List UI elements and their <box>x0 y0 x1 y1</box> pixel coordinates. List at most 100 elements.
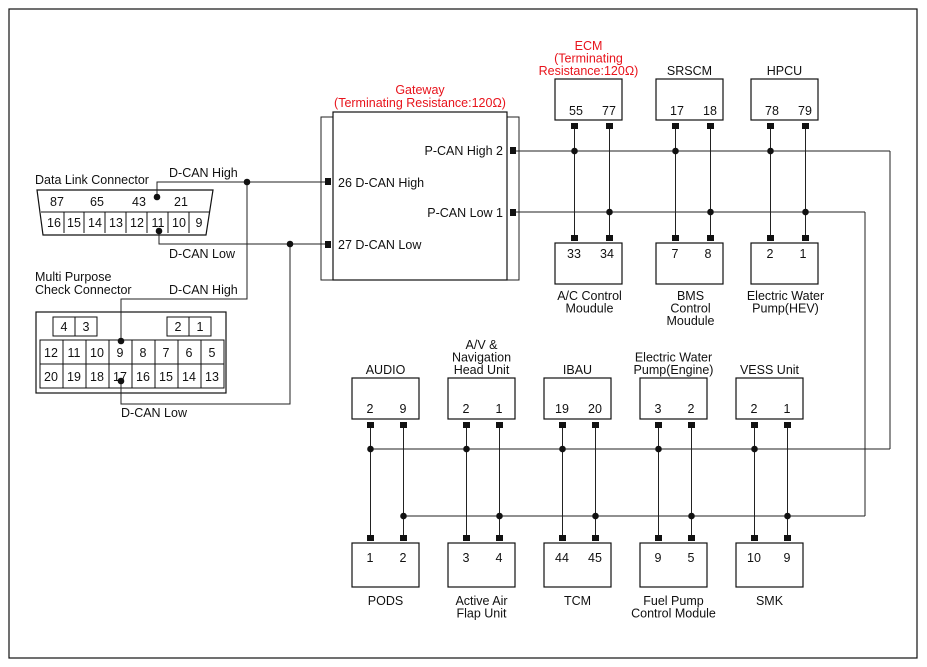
pin-number: 3 <box>655 402 662 416</box>
pin-terminal <box>496 422 503 428</box>
mpc-top-pin: 3 <box>83 320 90 334</box>
module-label: ECM <box>575 39 603 53</box>
mpc-top-pin: 2 <box>175 320 182 334</box>
module-label: Moudule <box>667 314 715 328</box>
module-label: Control Module <box>631 607 716 621</box>
pin-terminal <box>400 535 407 541</box>
mpc-pin: 9 <box>117 346 124 360</box>
p-can-wiring <box>367 129 891 535</box>
junction-dot <box>571 147 578 155</box>
pin-number: 7 <box>672 247 679 261</box>
pin-terminal <box>367 535 374 541</box>
mpc-pin: 12 <box>44 346 58 360</box>
junction-dot <box>672 147 679 155</box>
pin-terminal <box>367 422 374 428</box>
module-label: Flap Unit <box>456 607 507 621</box>
gateway-pin-27: 27 D-CAN Low <box>338 238 422 252</box>
pin-terminal <box>571 123 578 129</box>
junction-dot <box>767 147 774 155</box>
pin-number: 1 <box>367 551 374 565</box>
module-label: Navigation <box>452 351 511 365</box>
pin-number: 2 <box>751 402 758 416</box>
pin-terminal <box>672 123 679 129</box>
mpc-dcan-high-label: D-CAN High <box>169 283 238 297</box>
module-label: A/C Control <box>557 289 622 303</box>
multi-purpose-check-connector: Multi Purpose Check Connector 4 3 2 1 12… <box>35 270 238 420</box>
dlc-bottom-pin: 10 <box>172 216 186 230</box>
dlc-bottom-pin: 13 <box>109 216 123 230</box>
module-label: IBAU <box>563 363 592 377</box>
pin-number: 45 <box>588 551 602 565</box>
pin-number: 2 <box>767 247 774 261</box>
dlc-top-pin: 65 <box>90 195 104 209</box>
dlc-bottom-pin: 12 <box>130 216 144 230</box>
pin-terminal <box>688 535 695 541</box>
junction-dot <box>606 208 613 216</box>
pin-number: 34 <box>600 247 614 261</box>
pin-terminal <box>592 422 599 428</box>
dlc-title: Data Link Connector <box>35 173 149 187</box>
mpc-pin: 13 <box>205 370 219 384</box>
module-label: BMS <box>677 289 704 303</box>
pin-number: 55 <box>569 104 583 118</box>
module-label: HPCU <box>767 64 802 78</box>
pin-number: 2 <box>688 402 695 416</box>
pin-terminal <box>802 235 809 241</box>
pin-number: 2 <box>463 402 470 416</box>
mpc-pin: 14 <box>182 370 196 384</box>
junction-dot <box>367 445 374 453</box>
junction-dot <box>463 445 470 453</box>
dlc-top-pin: 21 <box>174 195 188 209</box>
module-label: VESS Unit <box>740 363 800 377</box>
mpc-pin: 10 <box>90 346 104 360</box>
module-label: SRSCM <box>667 64 712 78</box>
dlc-dcan-low-label: D-CAN Low <box>169 247 236 261</box>
mpc-top-pin: 1 <box>197 320 204 334</box>
dlc-top-pin: 43 <box>132 195 146 209</box>
mpc-pin: 15 <box>159 370 173 384</box>
data-link-connector: Data Link Connector 87 65 43 21 16 15 14… <box>35 166 238 261</box>
module-label: AUDIO <box>366 363 406 377</box>
pin-terminal <box>463 422 470 428</box>
pin-terminal <box>592 535 599 541</box>
pin-number: 9 <box>655 551 662 565</box>
junction-dot <box>496 512 503 520</box>
dlc-bottom-pin: 16 <box>47 216 61 230</box>
pin-number: 9 <box>400 402 407 416</box>
pin-terminal <box>802 123 809 129</box>
gateway-pcan-low: P-CAN Low 1 <box>427 206 503 220</box>
gateway-pin-26: 26 D-CAN High <box>338 176 424 190</box>
pin-number: 19 <box>555 402 569 416</box>
mpc-pin: 5 <box>209 346 216 360</box>
pin-terminal <box>784 422 791 428</box>
pin-number: 9 <box>784 551 791 565</box>
mpc-pin: 6 <box>186 346 193 360</box>
pin-number: 18 <box>703 104 717 118</box>
junction-dot <box>400 512 407 520</box>
dlc-dcan-high-label: D-CAN High <box>169 166 238 180</box>
mpc-pin: 20 <box>44 370 58 384</box>
pin-number: 17 <box>670 104 684 118</box>
dlc-top-pin: 87 <box>50 195 64 209</box>
junction-dot <box>655 445 662 453</box>
pin-terminal <box>688 422 695 428</box>
mpc-pin: 16 <box>136 370 150 384</box>
pin-terminal <box>767 123 774 129</box>
dlc-bottom-pin: 11 <box>152 216 165 230</box>
dlc-bottom-pin: 9 <box>196 216 203 230</box>
junction-dot <box>784 512 791 520</box>
pin-terminal <box>751 422 758 428</box>
d-can-wiring <box>117 178 325 405</box>
mpc-dcan-low-label: D-CAN Low <box>121 406 188 420</box>
